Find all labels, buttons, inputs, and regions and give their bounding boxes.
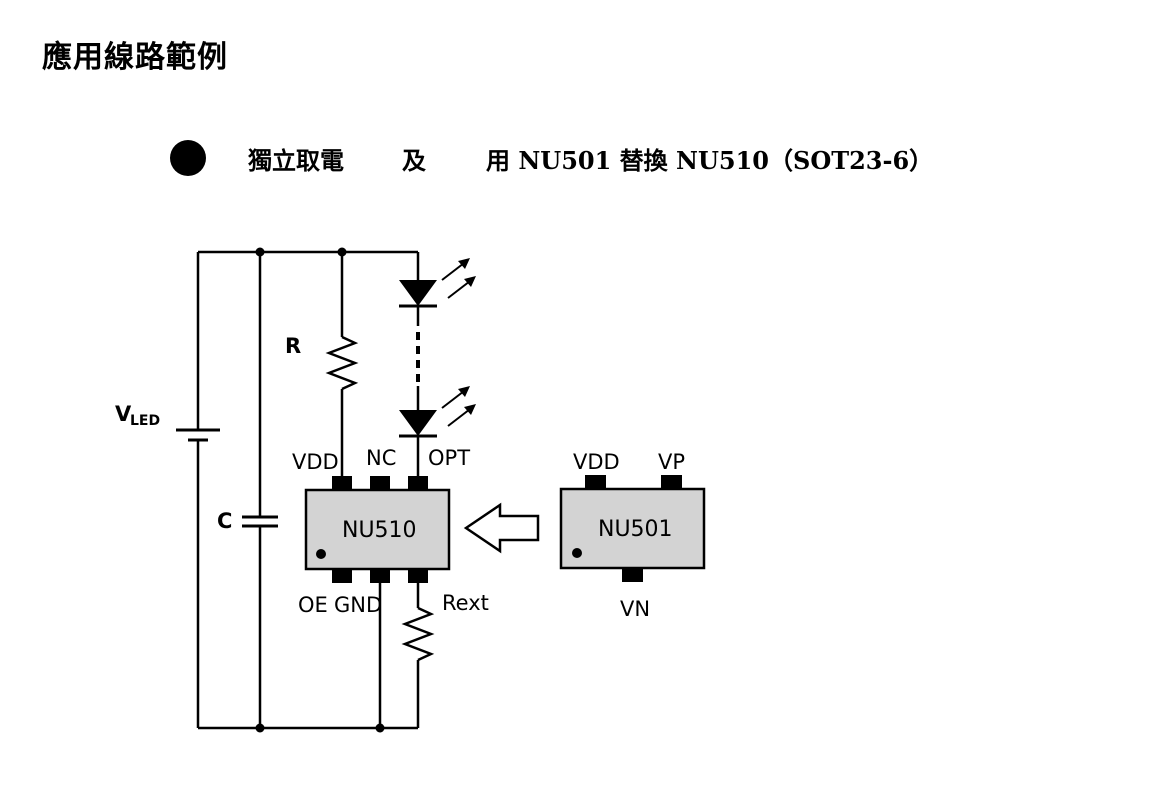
junction-dot — [255, 247, 265, 257]
nu501-chip — [559, 475, 706, 582]
junction-dot — [337, 247, 347, 257]
nu510-pin-oe: OE — [298, 593, 328, 617]
nu510-pin-nc: NC — [366, 446, 396, 470]
nu510-pin-opt: OPT — [428, 446, 470, 470]
nu501-name: NU501 — [598, 517, 673, 542]
rext-label: Rext — [442, 591, 489, 615]
bullet-icon — [170, 140, 206, 176]
nu501-pin-vp: VP — [658, 450, 685, 474]
nu510-pin-gnd: GND — [334, 593, 382, 617]
vled-subscript: LED — [130, 413, 160, 429]
resistor-rext — [401, 606, 435, 662]
junction-dot — [255, 723, 265, 733]
nu510-name: NU510 — [342, 518, 417, 543]
replace-arrow — [463, 502, 540, 554]
nu510-chip — [304, 476, 451, 583]
nu501-pin-vdd: VDD — [573, 450, 620, 474]
led-symbol — [399, 386, 476, 438]
resistor-r — [325, 335, 359, 391]
nu510-pin-vdd: VDD — [292, 450, 339, 474]
subtitle: 獨立取電 及 用 NU501 替換 NU510（SOT23-6） — [170, 138, 933, 178]
page-title: 應用線路範例 — [42, 40, 228, 75]
capacitor-symbol — [242, 515, 278, 528]
capacitor-label: C — [217, 509, 232, 533]
battery-symbol — [176, 428, 220, 442]
led-continuation-dots — [416, 332, 420, 382]
junction-dot — [375, 723, 385, 733]
subtitle-and: 及 — [402, 145, 426, 175]
nu501-pin-vn: VN — [620, 597, 650, 621]
subtitle-replacement: 用 NU501 替換 NU510（SOT23-6） — [486, 145, 934, 175]
led-symbol — [399, 258, 476, 308]
vled-label: V — [115, 402, 132, 426]
resistor-label: R — [285, 334, 301, 358]
subtitle-independent-power: 獨立取電 — [248, 145, 344, 175]
